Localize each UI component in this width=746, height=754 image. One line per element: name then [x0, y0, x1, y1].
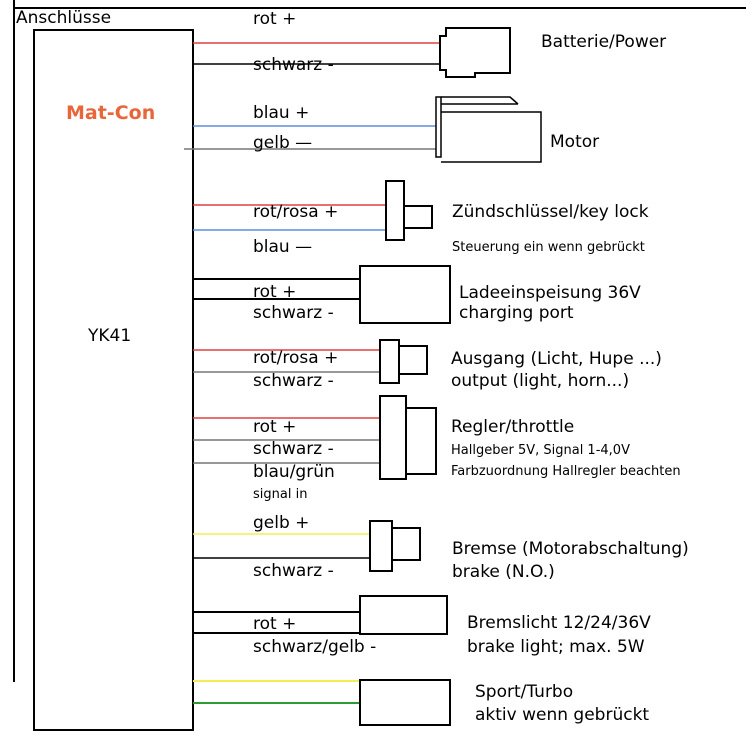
- keylock-label: Zündschlüssel/key lock: [452, 202, 649, 222]
- throttle-note-2: Farbzuordnung Hallregler beachten: [451, 464, 681, 479]
- brakelight-box: [359, 595, 448, 635]
- wire-label: rot/rosa +: [253, 348, 338, 368]
- brake-connector: [369, 520, 393, 572]
- sport-label-2: aktiv wenn gebrückt: [475, 705, 649, 725]
- wire-sublabel: signal in: [253, 487, 307, 502]
- keylock-connector-tip: [403, 205, 433, 229]
- wire-label: blau —: [253, 237, 312, 257]
- wires: [184, 42, 440, 704]
- wire-label: rot +: [253, 614, 296, 634]
- sport-box: [359, 679, 451, 726]
- wire-label: schwarz -: [253, 439, 334, 459]
- keylock-note: Steuerung ein wenn gebrückt: [452, 240, 645, 255]
- wire-label: schwarz -: [253, 371, 334, 391]
- connector-labels: Batterie/Power Motor Zündschlüssel/key l…: [451, 32, 689, 725]
- brake-connector-tip: [391, 527, 421, 561]
- brakelight-label-2: brake light; max. 5W: [467, 637, 645, 657]
- battery-connector: [439, 27, 511, 78]
- wire-label: blau +: [253, 103, 309, 123]
- charging-label-2: charging port: [459, 303, 574, 323]
- brakelight-label: Bremslicht 12/24/36V: [467, 613, 651, 633]
- brake-label: Bremse (Motorabschaltung): [452, 539, 689, 559]
- motor-connector-hook: [441, 96, 519, 105]
- model-label: YK41: [87, 326, 131, 346]
- wire-label: schwarz/gelb -: [253, 637, 376, 657]
- wire-label: blau/grün: [253, 462, 335, 482]
- connector-shapes: [359, 27, 542, 726]
- brand-label: Mat-Con: [66, 102, 155, 124]
- wire-label: schwarz -: [253, 55, 334, 75]
- output-connector: [379, 339, 400, 384]
- battery-label: Batterie/Power: [541, 32, 666, 52]
- throttle-connector-tip: [405, 407, 437, 475]
- output-label-2: output (light, horn...): [451, 371, 629, 391]
- wire-label: schwarz -: [253, 561, 334, 581]
- brake-label-2: brake (N.O.): [452, 562, 555, 582]
- motor-label: Motor: [550, 132, 599, 152]
- sport-label: Sport/Turbo: [475, 682, 573, 702]
- controller-box: [33, 29, 194, 731]
- output-label: Ausgang (Licht, Hupe ...): [451, 349, 662, 369]
- throttle-label: Regler/throttle: [451, 417, 574, 437]
- wire-label: gelb +: [253, 513, 309, 533]
- charging-label: Ladeeinspeisung 36V: [459, 283, 641, 303]
- wire-label: rot +: [253, 282, 296, 302]
- motor-connector-body: [441, 111, 542, 163]
- wire-label: rot/rosa +: [253, 202, 338, 222]
- header-title: Anschlüsse: [16, 8, 111, 28]
- motor-connector-pins: [435, 96, 442, 158]
- keylock-connector: [385, 180, 405, 241]
- wire-label: schwarz -: [253, 303, 334, 323]
- throttle-note-1: Hallgeber 5V, Signal 1-4,0V: [451, 443, 630, 458]
- throttle-connector: [379, 395, 407, 480]
- wire-label: rot +: [253, 417, 296, 437]
- charging-port-box: [359, 265, 451, 324]
- wire-labels: rot + schwarz - blau + gelb — rot/rosa +…: [253, 9, 376, 657]
- wire-label: gelb —: [253, 133, 312, 153]
- wire-label: rot +: [253, 9, 296, 29]
- output-connector-tip: [398, 345, 428, 375]
